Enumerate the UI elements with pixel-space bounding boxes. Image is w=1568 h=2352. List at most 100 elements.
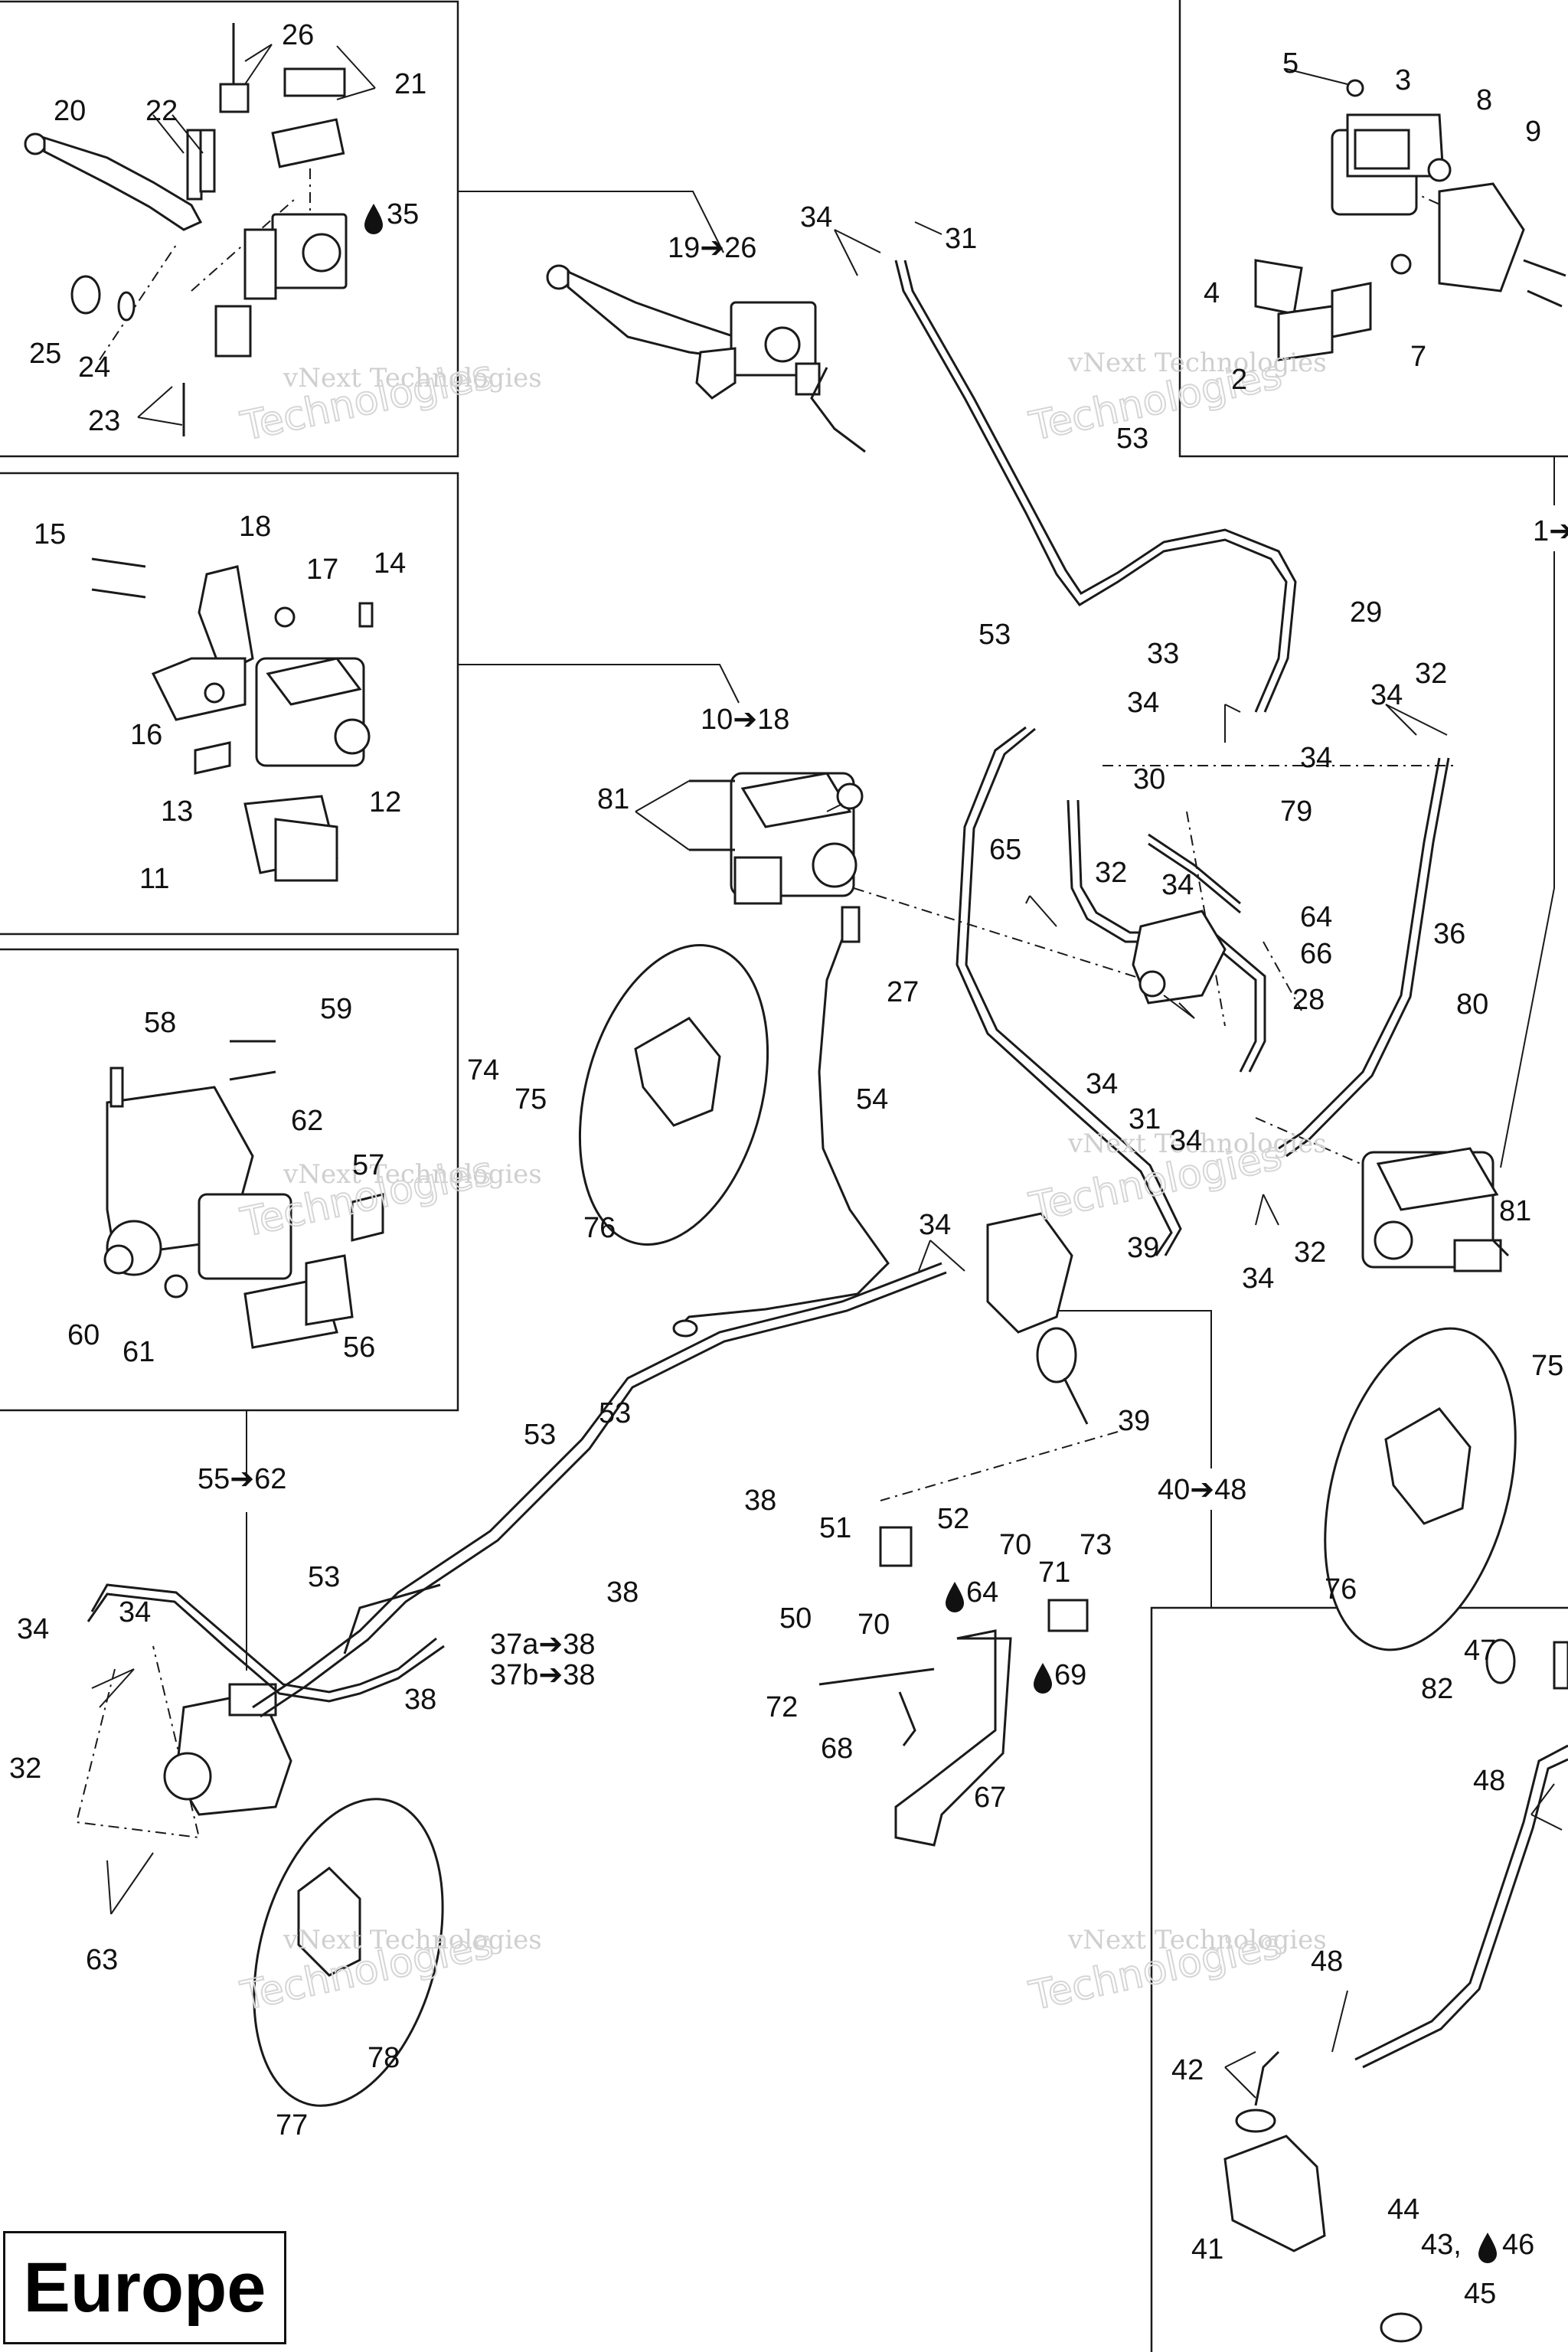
callout-label: 66 <box>1300 938 1332 970</box>
callout-label: 29 <box>1350 596 1382 629</box>
callout-label: 64 <box>966 1576 998 1609</box>
reference-lines <box>246 191 1555 1671</box>
callout-label: 51 <box>819 1512 851 1544</box>
callout-label: 17 <box>306 554 338 586</box>
callout-label: 72 <box>766 1691 798 1723</box>
callout-label: 77 <box>276 2109 308 2141</box>
drop-icon <box>946 1582 964 1612</box>
callout-label: 34 <box>919 1209 951 1241</box>
callout-label: 37b➔38 <box>490 1659 596 1691</box>
callout-label: 34 <box>1161 869 1194 901</box>
callout-label: 26 <box>282 19 314 51</box>
callout-label: 50 <box>779 1602 812 1635</box>
callout-label: 40➔48 <box>1158 1474 1246 1506</box>
callout-label: 21 <box>394 68 426 100</box>
callout-label: 9 <box>1525 116 1541 148</box>
callout-label: 24 <box>78 351 110 384</box>
callout-label: 32 <box>1415 658 1447 690</box>
watermark-text: vNext Technologies <box>283 363 542 394</box>
callout-label: 5 <box>1282 47 1298 80</box>
callout-label: 60 <box>67 1319 100 1351</box>
callout-label: 43, <box>1421 2229 1462 2261</box>
callout-label: 53 <box>1116 423 1148 455</box>
callout-label: 31 <box>945 223 977 255</box>
callout-label: 48 <box>1311 1945 1343 1978</box>
callout-label: 68 <box>821 1733 853 1765</box>
callout-label: 42 <box>1171 2054 1204 2086</box>
callout-label: 67 <box>974 1782 1006 1814</box>
callout-label: 36 <box>1433 918 1465 950</box>
sensor-cable <box>672 906 890 1338</box>
callout-label: 81 <box>1499 1195 1531 1227</box>
callout-label: 54 <box>856 1083 888 1116</box>
callout-label: 27 <box>887 976 919 1008</box>
callout-label: 38 <box>404 1684 436 1716</box>
callout-labels: 20 22 26 21 35 25 24 23 19➔26 34 31 5 3 … <box>9 19 1568 2310</box>
watermark-text: vNext Technologies <box>1067 348 1327 378</box>
callout-label: 56 <box>343 1331 375 1364</box>
callout-label: 53 <box>599 1397 631 1429</box>
callout-label: 34 <box>1127 687 1159 719</box>
callout-label: 12 <box>369 786 401 818</box>
callout-label: 53 <box>524 1419 556 1451</box>
callout-label: 32 <box>1095 857 1127 889</box>
drop-icon <box>1478 2233 1497 2263</box>
watermark-text: vNext Technologies <box>283 1925 542 1955</box>
rear-disc <box>253 1798 444 2107</box>
callout-label: 2 <box>1231 364 1247 396</box>
callout-label: 4 <box>1204 277 1220 309</box>
callout-label: 34 <box>1086 1068 1118 1100</box>
callout-label: 34 <box>1300 742 1332 774</box>
callout-label: 70 <box>999 1529 1031 1561</box>
callout-label: 14 <box>374 547 406 580</box>
callout-label: 82 <box>1421 1673 1453 1705</box>
callout-label: 10➔18 <box>701 704 789 736</box>
caliper-inset-left-2 <box>91 557 374 882</box>
callout-label: 80 <box>1456 988 1488 1021</box>
callout-label: 69 <box>1054 1659 1086 1691</box>
callout-label: 75 <box>514 1083 547 1116</box>
callout-label: 23 <box>88 405 120 437</box>
watermark-text: vNext Technologies <box>1067 1925 1327 1955</box>
callout-label: 62 <box>291 1105 323 1137</box>
drop-icon <box>1034 1663 1052 1694</box>
callout-label: 39 <box>1127 1232 1159 1264</box>
rear-caliper <box>163 1683 292 1816</box>
callout-label: 11 <box>139 863 169 895</box>
callout-label: 35 <box>387 198 419 230</box>
watermarks: vNext Technologies Technologies vNext Te… <box>236 348 1327 2020</box>
rear-master-cylinder <box>986 1212 1089 1425</box>
callout-label: 34 <box>17 1613 49 1645</box>
main-caliper-center <box>689 772 864 905</box>
callout-label: 7 <box>1410 341 1426 373</box>
callout-label: 64 <box>1300 901 1332 933</box>
callout-label: 39 <box>1118 1405 1150 1437</box>
callout-label: 37a➔38 <box>490 1628 596 1661</box>
callout-label: 41 <box>1191 2233 1223 2265</box>
callout-label: 38 <box>606 1576 639 1609</box>
callout-label: 53 <box>308 1561 340 1593</box>
callout-label: 74 <box>467 1054 499 1086</box>
callout-label: 38 <box>744 1485 776 1517</box>
region-label: Europe <box>23 2248 266 2327</box>
callout-label: 34 <box>119 1596 151 1628</box>
watermark-text: vNext Technologies <box>1067 1129 1327 1159</box>
callout-label: 33 <box>1147 638 1179 670</box>
callout-label: 18 <box>239 511 271 543</box>
callout-label: 8 <box>1476 84 1492 116</box>
callout-label: 20 <box>54 95 86 127</box>
lower-master-cylinder <box>1223 1638 1568 2343</box>
brake-hoses <box>87 260 1568 2069</box>
main-caliper-right <box>1361 1147 1510 1272</box>
callout-label: 53 <box>978 619 1011 651</box>
callout-label: 32 <box>9 1753 41 1785</box>
callout-label: 76 <box>1325 1573 1357 1606</box>
callout-label: 59 <box>320 993 352 1025</box>
proportioning-valve <box>1132 910 1227 1004</box>
watermark-text: vNext Technologies <box>283 1159 542 1190</box>
callout-label: 19➔26 <box>668 232 756 264</box>
callout-label: 57 <box>352 1149 384 1181</box>
callout-label: 58 <box>144 1007 176 1039</box>
callout-label: 34 <box>1170 1125 1202 1157</box>
